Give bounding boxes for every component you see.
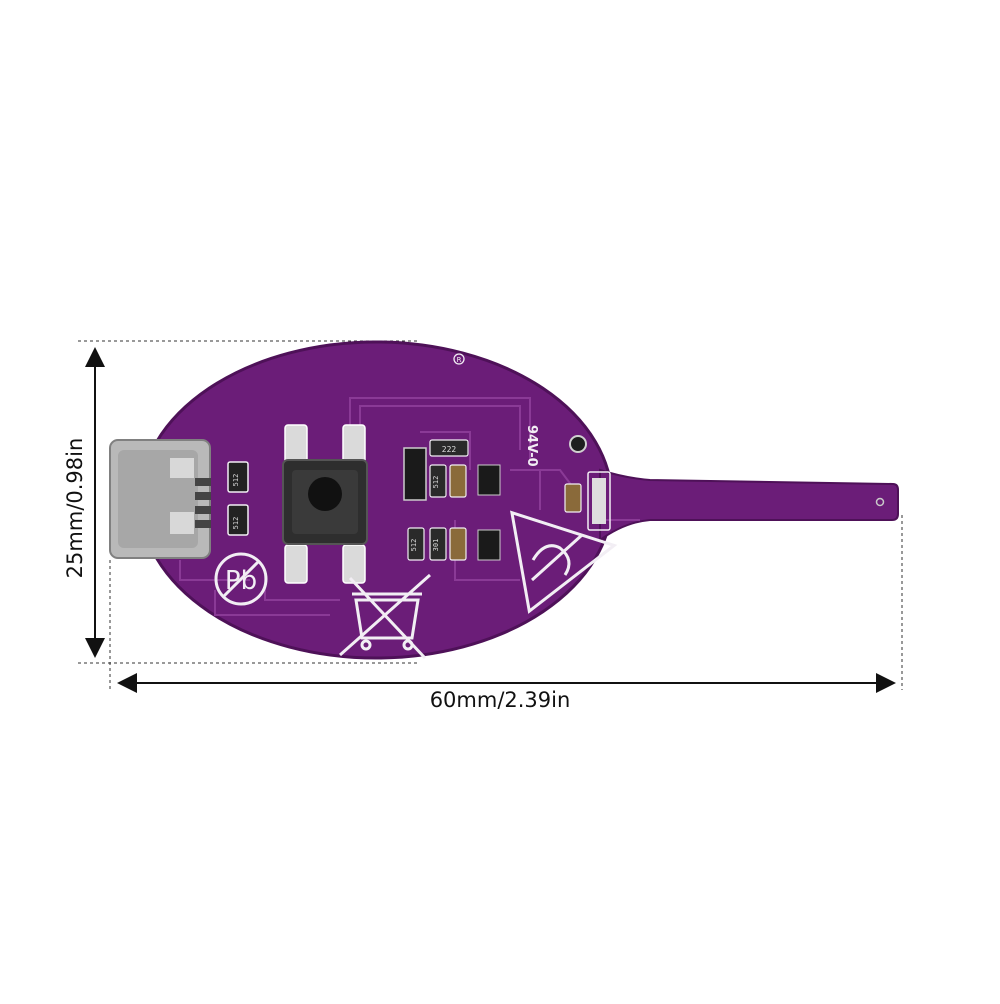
pcb-board bbox=[138, 340, 899, 660]
resistor-r6-label: 301 bbox=[432, 539, 440, 552]
resistor-r1-label: 512 bbox=[232, 474, 240, 487]
resistor-group-left: 512 512 bbox=[227, 461, 249, 536]
pb-mark-text: Pb bbox=[225, 566, 257, 596]
resistor-r5-label: 512 bbox=[410, 539, 418, 552]
mounting-hole bbox=[569, 435, 587, 453]
handle-via bbox=[875, 497, 885, 507]
usb-c-port bbox=[109, 439, 211, 559]
weee-bin-icon bbox=[339, 573, 431, 660]
button-cap bbox=[308, 477, 342, 511]
component-cluster: 222 512 512 301 bbox=[403, 439, 611, 561]
svg-text:R: R bbox=[457, 356, 462, 364]
registered-mark: R bbox=[453, 353, 465, 365]
led bbox=[592, 478, 606, 524]
rating-silkscreen: 94V-0 bbox=[524, 425, 539, 467]
resistor-r2-label: 512 bbox=[232, 517, 240, 530]
height-dimension-label: 25mm/0.98in bbox=[63, 437, 87, 579]
width-dimension-label: 60mm/2.39in bbox=[429, 688, 571, 712]
resistor-r3-label: 222 bbox=[442, 445, 457, 454]
lead-free-icon: Pb bbox=[214, 552, 268, 606]
resistor-r4-label: 512 bbox=[432, 476, 440, 489]
board-handle bbox=[599, 468, 899, 542]
esd-warning-icon bbox=[510, 510, 618, 614]
pcb-traces bbox=[179, 397, 640, 616]
tactile-button bbox=[282, 424, 368, 584]
